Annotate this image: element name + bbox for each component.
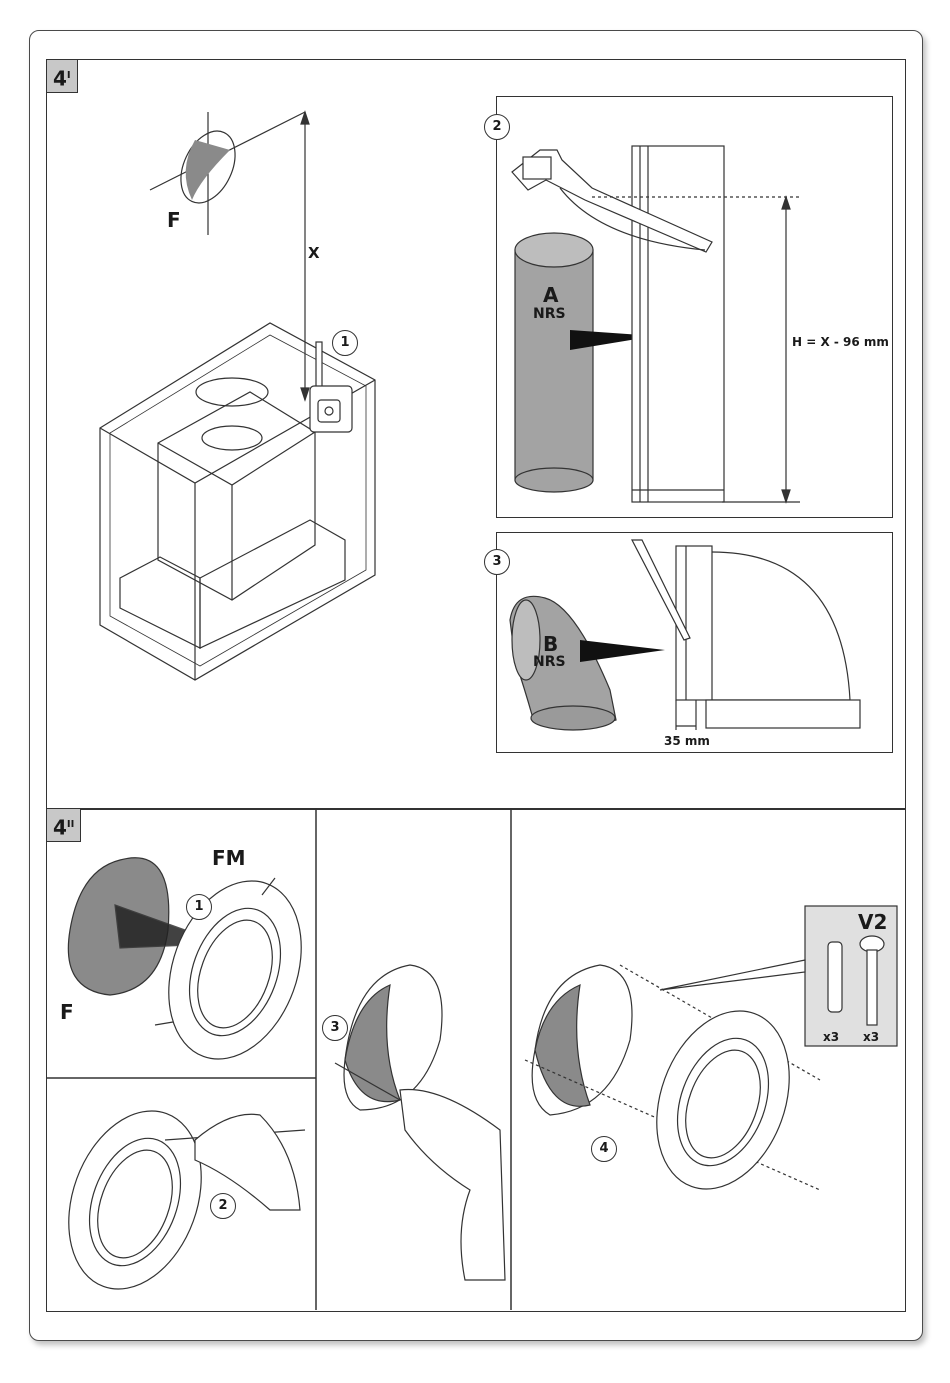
label-plug-qty: x3: [823, 1030, 839, 1044]
label-v2: V2: [858, 910, 887, 934]
label-screw-qty: x3: [863, 1030, 879, 1044]
step-badge-b4: 4: [591, 1136, 617, 1162]
